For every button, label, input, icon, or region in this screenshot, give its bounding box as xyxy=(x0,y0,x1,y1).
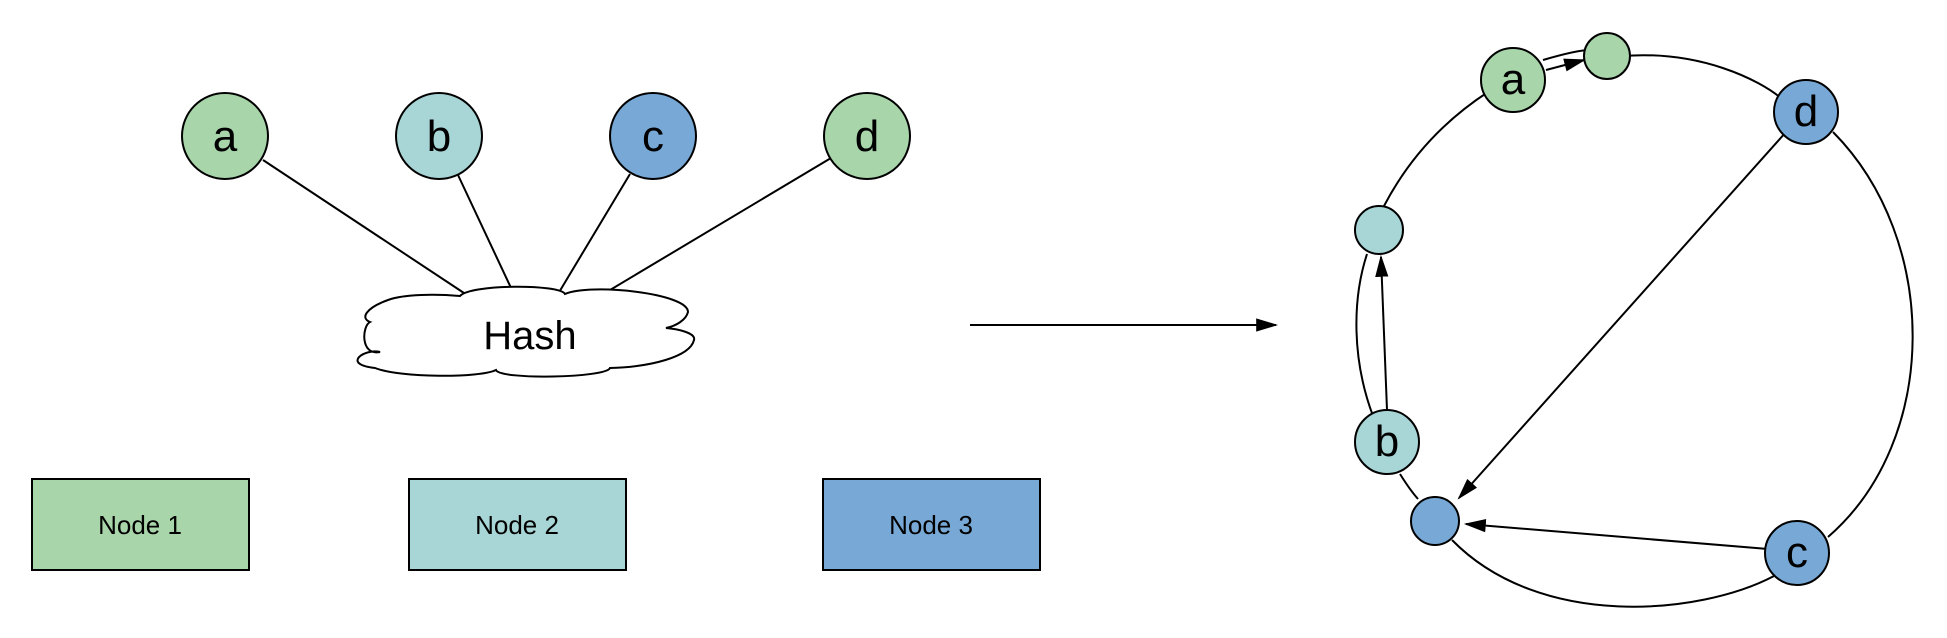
ring-key-c-label: c xyxy=(1786,528,1808,577)
ring-key-d-label: d xyxy=(1794,87,1818,136)
node-1-box xyxy=(31,478,250,571)
node-1-label: Node 1 xyxy=(98,510,182,540)
hash-label: Hash xyxy=(483,314,576,358)
ring-key-c-circle xyxy=(1764,520,1830,586)
ring-key-a-label: a xyxy=(1501,55,1526,104)
key-b-label: b xyxy=(427,112,451,161)
ring-key-a-circle xyxy=(1480,47,1546,113)
ring-key-b-circle xyxy=(1354,409,1420,475)
ring-arc-a-node1 xyxy=(1542,49,1591,61)
arrow-a-to-node-1 xyxy=(1545,58,1587,72)
key-c-label: c xyxy=(642,112,664,161)
ring-key-d-circle xyxy=(1773,79,1839,145)
hash-cloud xyxy=(356,285,696,378)
ring-node-2-point xyxy=(1354,205,1404,255)
edge-a-hash xyxy=(262,159,468,296)
key-d-label: d xyxy=(855,112,879,161)
key-d-circle xyxy=(823,92,911,180)
key-a-label: a xyxy=(213,112,238,161)
edge-c-hash xyxy=(557,173,631,295)
ring-arc-upper-left xyxy=(1383,91,1489,207)
node-2-label: Node 2 xyxy=(475,510,559,540)
key-b-circle xyxy=(395,92,483,180)
edge-b-hash xyxy=(457,174,513,291)
ring-arc-top xyxy=(1622,54,1783,100)
arrow-c-to-node-3 xyxy=(1463,519,1769,550)
node-3-label: Node 3 xyxy=(889,510,973,540)
hash-ring: a d b c xyxy=(1354,32,1914,608)
arrow-d-to-node-3 xyxy=(1457,131,1787,500)
arrow-b-to-node-2 xyxy=(1375,254,1389,411)
ring-arc-right xyxy=(1827,131,1914,538)
ring-node-1-point xyxy=(1583,32,1631,80)
left-panel: Hash a b c d Node 1 Node 2 Node 3 xyxy=(31,92,1041,571)
node-3-box xyxy=(822,478,1041,571)
node-2-box xyxy=(408,478,627,571)
key-c-circle xyxy=(609,92,697,180)
edge-d-hash xyxy=(599,157,832,297)
ring-arc-bottom xyxy=(1451,539,1775,608)
ring-node-3-point xyxy=(1410,496,1460,546)
key-a-circle xyxy=(181,92,269,180)
ring-arc-lower-left xyxy=(1399,473,1419,500)
ring-arc-left xyxy=(1355,253,1374,417)
ring-key-b-label: b xyxy=(1375,417,1399,466)
